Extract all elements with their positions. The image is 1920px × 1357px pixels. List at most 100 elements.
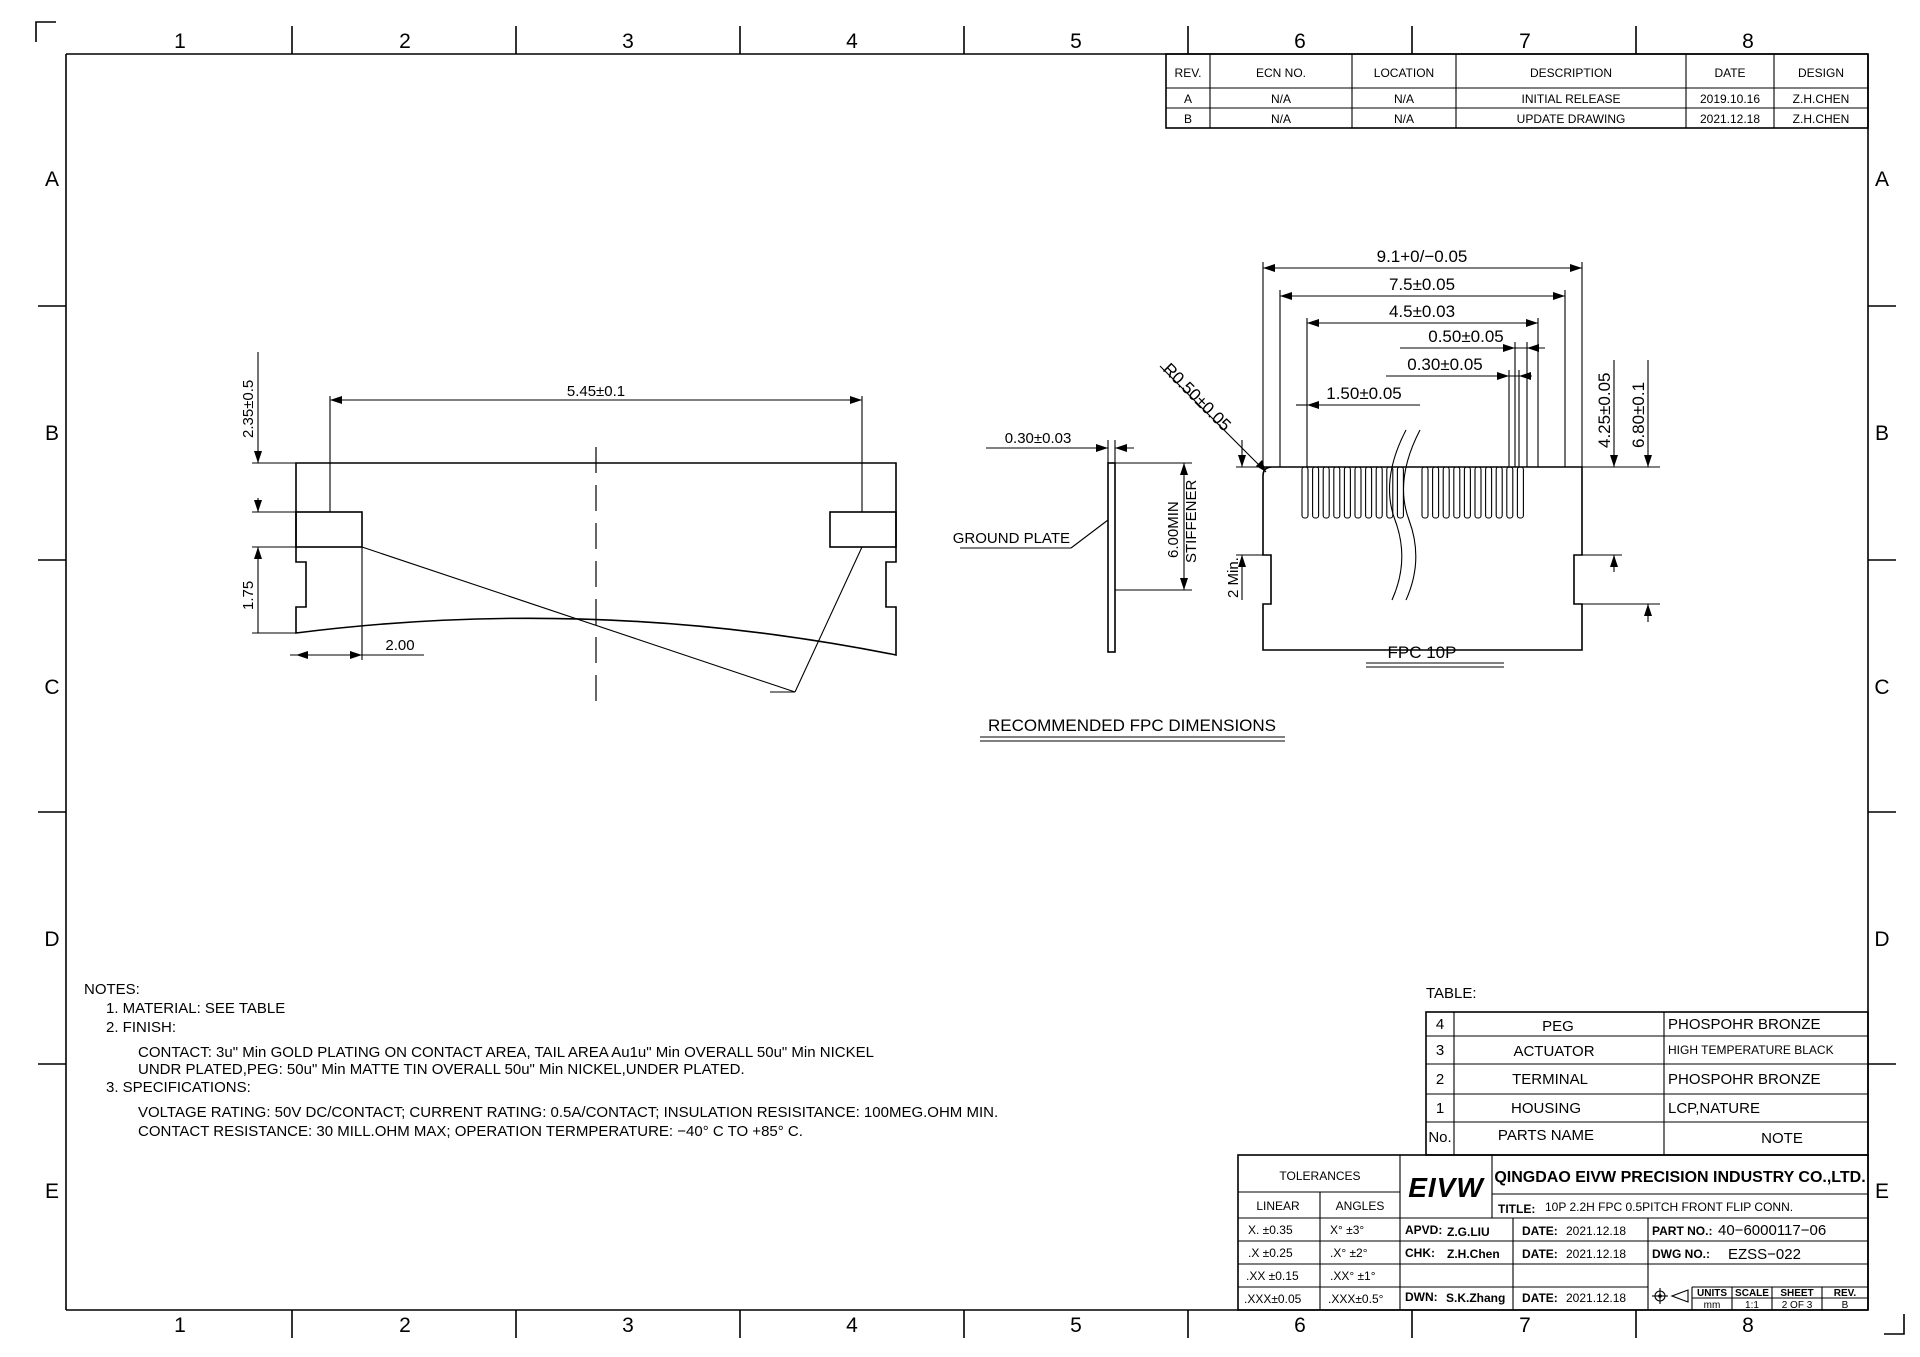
company-logo: EIVW xyxy=(1408,1172,1485,1203)
rev-cell: N/A xyxy=(1394,112,1414,126)
scale-label: SCALE xyxy=(1735,1288,1769,1299)
middle-view-ground-plate: 0.30±0.03 GROUND PLATE 6.00MIN STIFFENER xyxy=(953,430,1200,653)
rev-cell: N/A xyxy=(1271,92,1291,106)
fpc-contact-finger xyxy=(1474,466,1482,519)
chk-label: CHK: xyxy=(1405,1246,1435,1260)
label-fpc-10p: FPC 10P xyxy=(1388,643,1457,662)
projection-symbol-icon xyxy=(1652,1288,1689,1304)
fpc-contact-finger xyxy=(1453,466,1461,519)
dwg-no-value: EZSS−022 xyxy=(1728,1246,1801,1263)
date-value: 2021.12.18 xyxy=(1566,1291,1626,1305)
grid-col-label: 6 xyxy=(1294,1314,1306,1337)
tol-linear: X. ±0.35 xyxy=(1248,1223,1293,1237)
grid-col-label: 8 xyxy=(1742,30,1754,53)
rev-cell: A xyxy=(1184,92,1192,106)
fpc-contact-finger xyxy=(1386,466,1394,519)
sheet-value: 2 OF 3 xyxy=(1782,1300,1813,1311)
title-value: 10P 2.2H FPC 0.5PITCH FRONT FLIP CONN. xyxy=(1545,1200,1793,1214)
dim-fpc-680: 6.80±0.1 xyxy=(1629,382,1648,448)
part-no-value: 40−6000117−06 xyxy=(1718,1222,1826,1239)
fpc-contact-finger xyxy=(1463,466,1471,519)
dwn-label: DWN: xyxy=(1405,1290,1438,1304)
notes-block: NOTES: 1. MATERIAL: SEE TABLE 2. FINISH:… xyxy=(84,981,998,1140)
rev-cell: INITIAL RELEASE xyxy=(1522,92,1621,106)
fpc-contact-finger xyxy=(1343,466,1351,519)
apvd-label: APVD: xyxy=(1405,1223,1442,1237)
notes-line: UNDR PLATED,PEG: 50u" Min MATTE TIN OVER… xyxy=(138,1061,745,1078)
label-ground-plate: GROUND PLATE xyxy=(953,530,1070,547)
parts-note: HIGH TEMPERATURE BLACK xyxy=(1668,1043,1834,1057)
dim-plate-thickness: 0.30±0.03 xyxy=(1005,430,1072,447)
corner-marks xyxy=(35,21,1905,1335)
grid-col-label: 2 xyxy=(399,30,411,53)
dim-left-width: 5.45±0.1 xyxy=(567,383,625,400)
dim-fpc-425: 4.25±0.05 xyxy=(1595,372,1614,448)
tolerances-angles: ANGLES xyxy=(1336,1199,1385,1213)
rev-cell: Z.H.CHEN xyxy=(1793,92,1850,106)
grid-row-label: B xyxy=(1875,422,1889,445)
notes-line: CONTACT: 3u" Min GOLD PLATING ON CONTACT… xyxy=(138,1044,874,1061)
tol-angle: .XX° ±1° xyxy=(1330,1269,1376,1283)
grid-col-label: 7 xyxy=(1519,30,1531,53)
fpc-contact-finger xyxy=(1432,466,1440,519)
caption-recommended-fpc: RECOMMENDED FPC DIMENSIONS xyxy=(988,716,1276,735)
parts-name: PEG xyxy=(1542,1018,1574,1035)
apvd-value: Z.G.LIU xyxy=(1447,1225,1490,1239)
rev-label: REV. xyxy=(1834,1288,1857,1299)
rev-header: ECN NO. xyxy=(1256,66,1306,80)
scale-value: 1:1 xyxy=(1745,1300,1759,1311)
title-label: TITLE: xyxy=(1498,1202,1535,1216)
parts-no: 1 xyxy=(1436,1100,1444,1117)
grid-col-label: 6 xyxy=(1294,30,1306,53)
date-label: DATE: xyxy=(1522,1291,1558,1305)
parts-no: 3 xyxy=(1436,1042,1444,1059)
rev-cell: UPDATE DRAWING xyxy=(1517,112,1626,126)
label-2-min: 2 Min. xyxy=(1225,557,1242,598)
parts-note: PHOSPOHR BRONZE xyxy=(1668,1071,1821,1088)
dim-extension-lines xyxy=(1262,262,1583,467)
rev-value: B xyxy=(1842,1300,1849,1311)
label-stiffener: STIFFENER xyxy=(1183,479,1200,563)
tolerances-linear: LINEAR xyxy=(1256,1199,1300,1213)
fpc-contact-finger xyxy=(1312,466,1320,519)
grid-col-label: 8 xyxy=(1742,1314,1754,1337)
rev-header: DESIGN xyxy=(1798,66,1844,80)
fpc-contact-finger xyxy=(1516,466,1524,519)
left-view-fpc-outline: 5.45±0.1 2.35±0.5 1.75 2.00 xyxy=(240,352,897,705)
fpc-contact-finger xyxy=(1421,466,1429,519)
grid-row-labels-right: A B C D E xyxy=(1874,168,1889,1203)
rev-cell: N/A xyxy=(1394,92,1414,106)
tol-angle: X° ±3° xyxy=(1330,1223,1364,1237)
chk-value: Z.H.Chen xyxy=(1447,1247,1500,1261)
fpc-contact-finger xyxy=(1301,466,1309,519)
parts-name: HOUSING xyxy=(1511,1100,1581,1117)
dim-fpc-radius: R0.50±0.05 xyxy=(1159,359,1235,435)
notes-title: NOTES: xyxy=(84,981,140,998)
tolerances-title: TOLERANCES xyxy=(1279,1169,1360,1183)
fpc-contact-finger xyxy=(1333,466,1341,519)
grid-row-label: E xyxy=(1875,1180,1889,1203)
grid-col-label: 4 xyxy=(846,30,858,53)
dwn-value: S.K.Zhang xyxy=(1446,1291,1505,1305)
grid-row-label: D xyxy=(1874,928,1889,951)
rev-header: DATE xyxy=(1714,66,1745,80)
parts-header-note: NOTE xyxy=(1761,1130,1803,1147)
grid-col-label: 5 xyxy=(1070,30,1082,53)
tol-linear: .X ±0.25 xyxy=(1248,1246,1293,1260)
grid-row-label: A xyxy=(45,168,59,191)
sheet-label: SHEET xyxy=(1780,1288,1813,1299)
units-label: UNITS xyxy=(1697,1288,1727,1299)
notes-line: VOLTAGE RATING: 50V DC/CONTACT; CURRENT … xyxy=(138,1104,998,1121)
rev-header: REV. xyxy=(1175,66,1202,80)
grid-col-label: 1 xyxy=(174,1314,186,1337)
rev-header: DESCRIPTION xyxy=(1530,66,1612,80)
parts-note: LCP,NATURE xyxy=(1668,1100,1760,1117)
grid-row-label: D xyxy=(44,928,59,951)
fpc-contact-finger xyxy=(1495,466,1503,519)
parts-table: TABLE: 4 PEG PHOSPOHR BRONZE 3 ACTUATOR … xyxy=(1425,985,1869,1156)
dim-fpc-050: 0.50±0.05 xyxy=(1428,327,1504,346)
notes-line: CONTACT RESISTANCE: 30 MILL.OHM MAX; OPE… xyxy=(138,1123,803,1140)
fpc-contact-finger xyxy=(1396,466,1404,519)
dim-left-tab: 2.00 xyxy=(385,637,414,654)
